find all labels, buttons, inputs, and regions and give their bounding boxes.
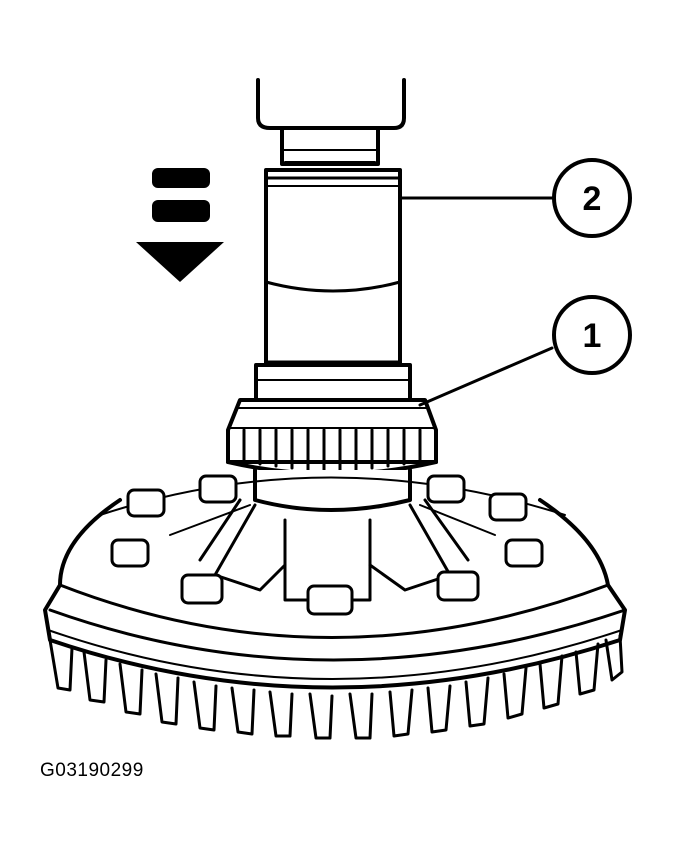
callout-label-1: 1 xyxy=(583,317,602,355)
ring-gear-bolts xyxy=(110,474,544,616)
press-ram xyxy=(256,78,406,166)
callout-circle-1 xyxy=(552,295,632,375)
callout-label-2: 2 xyxy=(583,180,602,218)
installer-tool xyxy=(254,168,412,402)
differential-case xyxy=(169,468,496,602)
leader-lines xyxy=(398,196,554,407)
ring-gear xyxy=(43,476,627,740)
bearing xyxy=(226,398,438,476)
callout-circle-2 xyxy=(552,158,632,238)
figure-code: G03190299 xyxy=(40,760,144,781)
down-arrow-icon xyxy=(136,168,224,282)
